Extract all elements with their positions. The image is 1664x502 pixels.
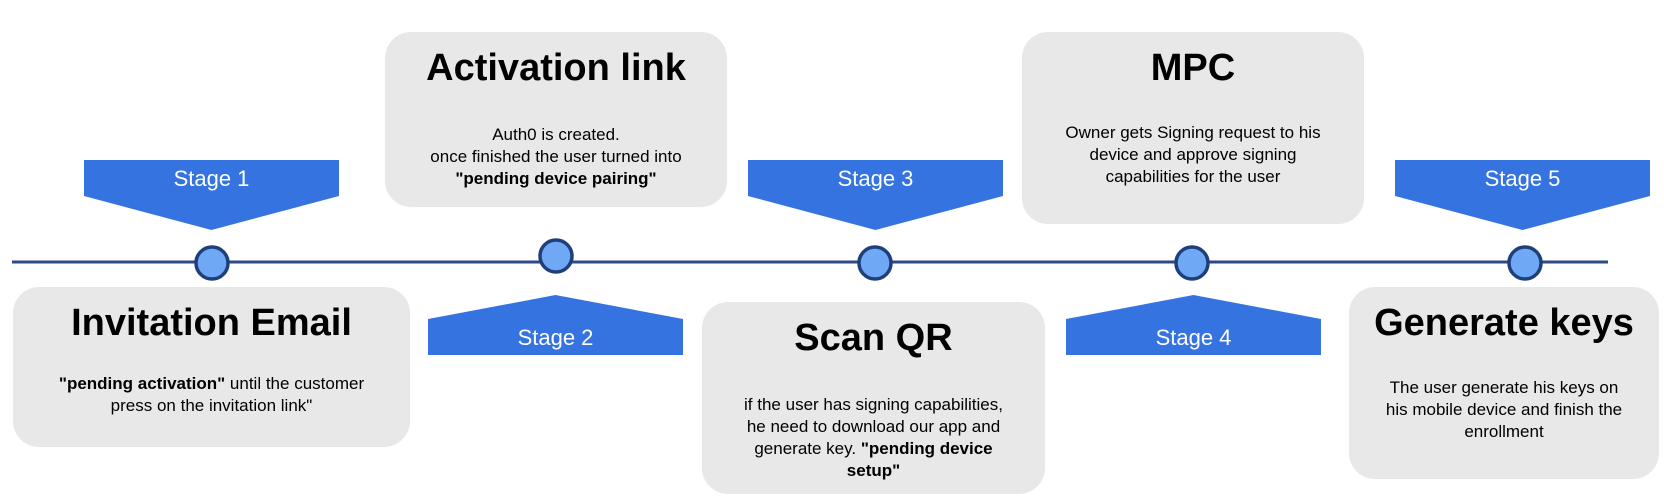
stage-markers: Stage 1 Stage 2 Stage 3 Stage 4 Stage 5 — [84, 160, 1650, 355]
timeline-node-5 — [1507, 245, 1543, 281]
stage-label: Stage 2 — [518, 325, 594, 350]
description-text: he need to download our app and — [746, 417, 1001, 436]
description-line: The user generate his keys on — [1357, 377, 1651, 399]
stage-arrow-shape — [1066, 295, 1321, 355]
description-line: once finished the user turned into — [393, 146, 719, 168]
stage-marker-3: Stage 3 — [748, 160, 1003, 230]
description-text: once finished the user turned into — [430, 147, 682, 166]
description-line: he need to download our app and — [710, 416, 1037, 438]
description-line: "pending activation" until the customer — [21, 373, 402, 395]
stage-arrow-shape — [428, 295, 683, 355]
card-description: Auth0 is created. once finished the user … — [393, 124, 719, 190]
description-text: press on the invitation link" — [110, 396, 313, 415]
description-text: his mobile device and finish the — [1385, 400, 1623, 419]
status-text: "pending activation" — [58, 374, 226, 393]
timeline-nodes — [194, 238, 1543, 281]
description-text: The user generate his keys on — [1389, 378, 1619, 397]
timeline-node-3 — [857, 245, 893, 281]
stage-arrow-shape — [748, 160, 1003, 230]
description-line: Auth0 is created. — [393, 124, 719, 146]
card-title: Scan QR — [794, 317, 953, 359]
description-line: his mobile device and finish the — [1357, 399, 1651, 421]
stage-arrow-shape — [84, 160, 339, 230]
description-text: Owner gets Signing request to his — [1065, 123, 1321, 142]
stage-label: Stage 1 — [174, 166, 250, 191]
stage-label: Stage 5 — [1485, 166, 1561, 191]
description-text: Auth0 is created. — [492, 125, 620, 144]
status-text: "pending device pairing" — [455, 169, 657, 188]
card-description: Owner gets Signing request to his device … — [1030, 122, 1356, 188]
description-text: if the user has signing capabilities, — [744, 395, 1003, 414]
card-title: Activation link — [426, 47, 686, 89]
stage-label: Stage 4 — [1156, 325, 1232, 350]
stage-card-4: MPC Owner gets Signing request to his devi… — [1022, 32, 1364, 224]
stage-marker-1: Stage 1 — [84, 160, 339, 230]
stage-marker-5: Stage 5 — [1395, 160, 1650, 230]
description-line: device and approve signing — [1030, 144, 1356, 166]
description-line: enrollment — [1357, 421, 1651, 443]
stage-card-1: Invitation Email "pending activation" unt… — [13, 287, 410, 447]
description-line: setup" — [710, 460, 1037, 482]
stage-card-3: Scan QR if the user has signing capabilit… — [702, 302, 1045, 494]
description-line: if the user has signing capabilities, — [710, 394, 1037, 416]
card-description: The user generate his keys on his mobile … — [1357, 377, 1651, 443]
description-text: generate key. — [754, 439, 861, 458]
timeline-node-2 — [538, 238, 574, 274]
stage-marker-4: Stage 4 — [1066, 295, 1321, 355]
card-title: Invitation Email — [71, 302, 352, 344]
description-line: press on the invitation link" — [21, 395, 402, 417]
card-description: if the user has signing capabilities, he … — [710, 394, 1037, 482]
card-title: MPC — [1150, 47, 1236, 89]
description-line: "pending device pairing" — [393, 168, 719, 190]
description-text: capabilities for the user — [1105, 167, 1281, 186]
status-text: "pending device — [860, 439, 993, 458]
description-line: Owner gets Signing request to his — [1030, 122, 1356, 144]
description-text: enrollment — [1464, 422, 1544, 441]
description-line: generate key. "pending device — [710, 438, 1037, 460]
stage-label: Stage 3 — [838, 166, 914, 191]
stage-arrow-shape — [1395, 160, 1650, 230]
description-text: device and approve signing — [1089, 145, 1297, 164]
timeline-node-4 — [1174, 245, 1210, 281]
description-line: capabilities for the user — [1030, 166, 1356, 188]
card-title: Generate keys — [1374, 302, 1634, 344]
description-text: until the customer — [225, 374, 365, 393]
status-text: setup" — [846, 461, 901, 480]
stage-marker-2: Stage 2 — [428, 295, 683, 355]
timeline-node-1 — [194, 245, 230, 281]
